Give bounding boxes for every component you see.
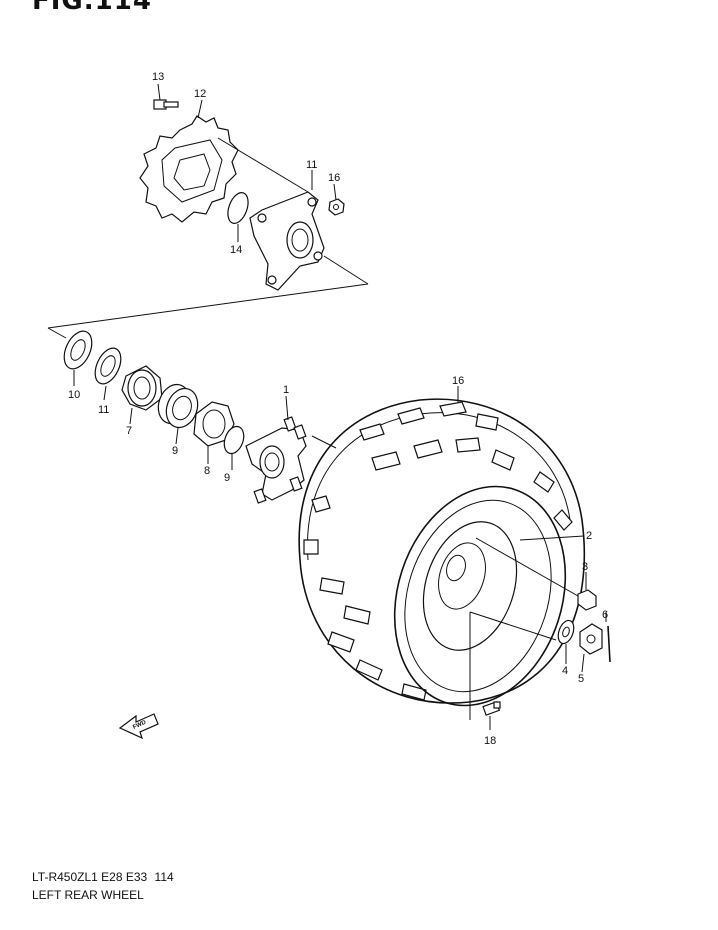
callout-16: 16 — [328, 172, 340, 184]
wheel-nut-part-3 — [577, 589, 597, 611]
callout-17: 16 — [452, 375, 464, 387]
washer-part-4 — [557, 619, 575, 645]
o-ring-part-10 — [223, 425, 245, 455]
callout-5: 5 — [578, 673, 584, 685]
model-code: LT-R450ZL1 E28 E33 114 — [32, 870, 174, 884]
fwd-label: FWD — [132, 719, 148, 730]
valve-part-18 — [482, 701, 501, 716]
callout-9: 9 — [172, 445, 178, 457]
bearing-part-9 — [157, 383, 199, 429]
callout-2: 2 — [586, 530, 592, 542]
callout-18: 18 — [484, 735, 496, 747]
tire-part-17 — [298, 398, 586, 704]
leader-lines — [73, 83, 607, 730]
callout-7: 7 — [126, 425, 132, 437]
sprocket-hub-part-12 — [249, 191, 325, 291]
callout-4: 4 — [562, 665, 568, 677]
callout-11-outer: 10 — [68, 389, 80, 401]
rim-part-2 — [393, 485, 567, 707]
callout-10: 9 — [224, 472, 230, 484]
castle-nut-part-5 — [579, 623, 603, 655]
nut-part-16 — [328, 198, 345, 216]
callout-13: 14 — [230, 244, 242, 256]
callout-11-inner: 11 — [98, 404, 109, 416]
figure-number: 114 — [154, 870, 174, 884]
fwd-arrow-icon: FWD — [118, 713, 159, 740]
callout-3: 3 — [582, 561, 588, 573]
lock-nut-part-7 — [121, 365, 163, 411]
callout-14: 12 — [194, 88, 206, 100]
bolt-part-15 — [153, 99, 179, 110]
cotter-pin-part-6 — [607, 625, 611, 663]
sprocket-part-14 — [139, 115, 239, 223]
callout-8: 8 — [204, 465, 210, 477]
tread-blocks — [303, 401, 573, 701]
callout-1: 1 — [283, 384, 289, 396]
figure-title: FIG.114 — [32, 0, 152, 16]
washer-part-11-inner — [94, 347, 122, 385]
diagram-caption: LEFT REAR WHEEL — [32, 888, 144, 902]
wheel-hub-part-1 — [245, 416, 307, 504]
callout-12: 11 — [306, 159, 317, 171]
callout-15: 13 — [152, 71, 164, 83]
o-ring-part-13 — [227, 192, 249, 224]
model-code-text: LT-R450ZL1 E28 E33 — [32, 870, 148, 884]
washer-part-11-outer — [63, 330, 93, 370]
callout-6: 6 — [602, 609, 608, 621]
